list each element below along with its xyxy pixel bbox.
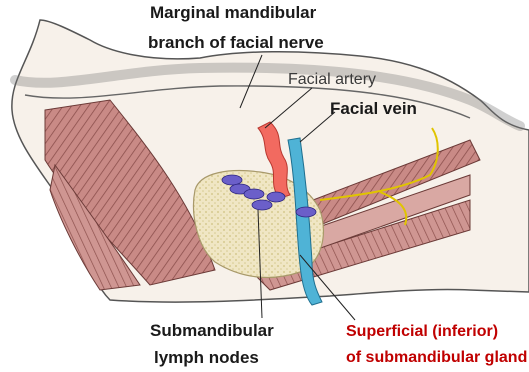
- label-marginal-nerve-2: branch of facial nerve: [148, 34, 324, 51]
- label-superficial-1: Superficial (inferior): [346, 324, 498, 340]
- lymph-node: [267, 192, 285, 202]
- label-facial-artery: Facial artery: [288, 72, 376, 88]
- lymph-node: [296, 207, 316, 217]
- label-marginal-nerve-1: Marginal mandibular: [150, 4, 316, 21]
- label-submandibular-1: Submandibular: [150, 322, 274, 339]
- lymph-node: [222, 175, 242, 185]
- label-superficial-2: of submandibular gland: [346, 350, 527, 366]
- lymph-node: [244, 189, 264, 199]
- label-facial-vein: Facial vein: [330, 100, 417, 117]
- lymph-node: [252, 200, 272, 210]
- label-submandibular-2: lymph nodes: [154, 349, 259, 366]
